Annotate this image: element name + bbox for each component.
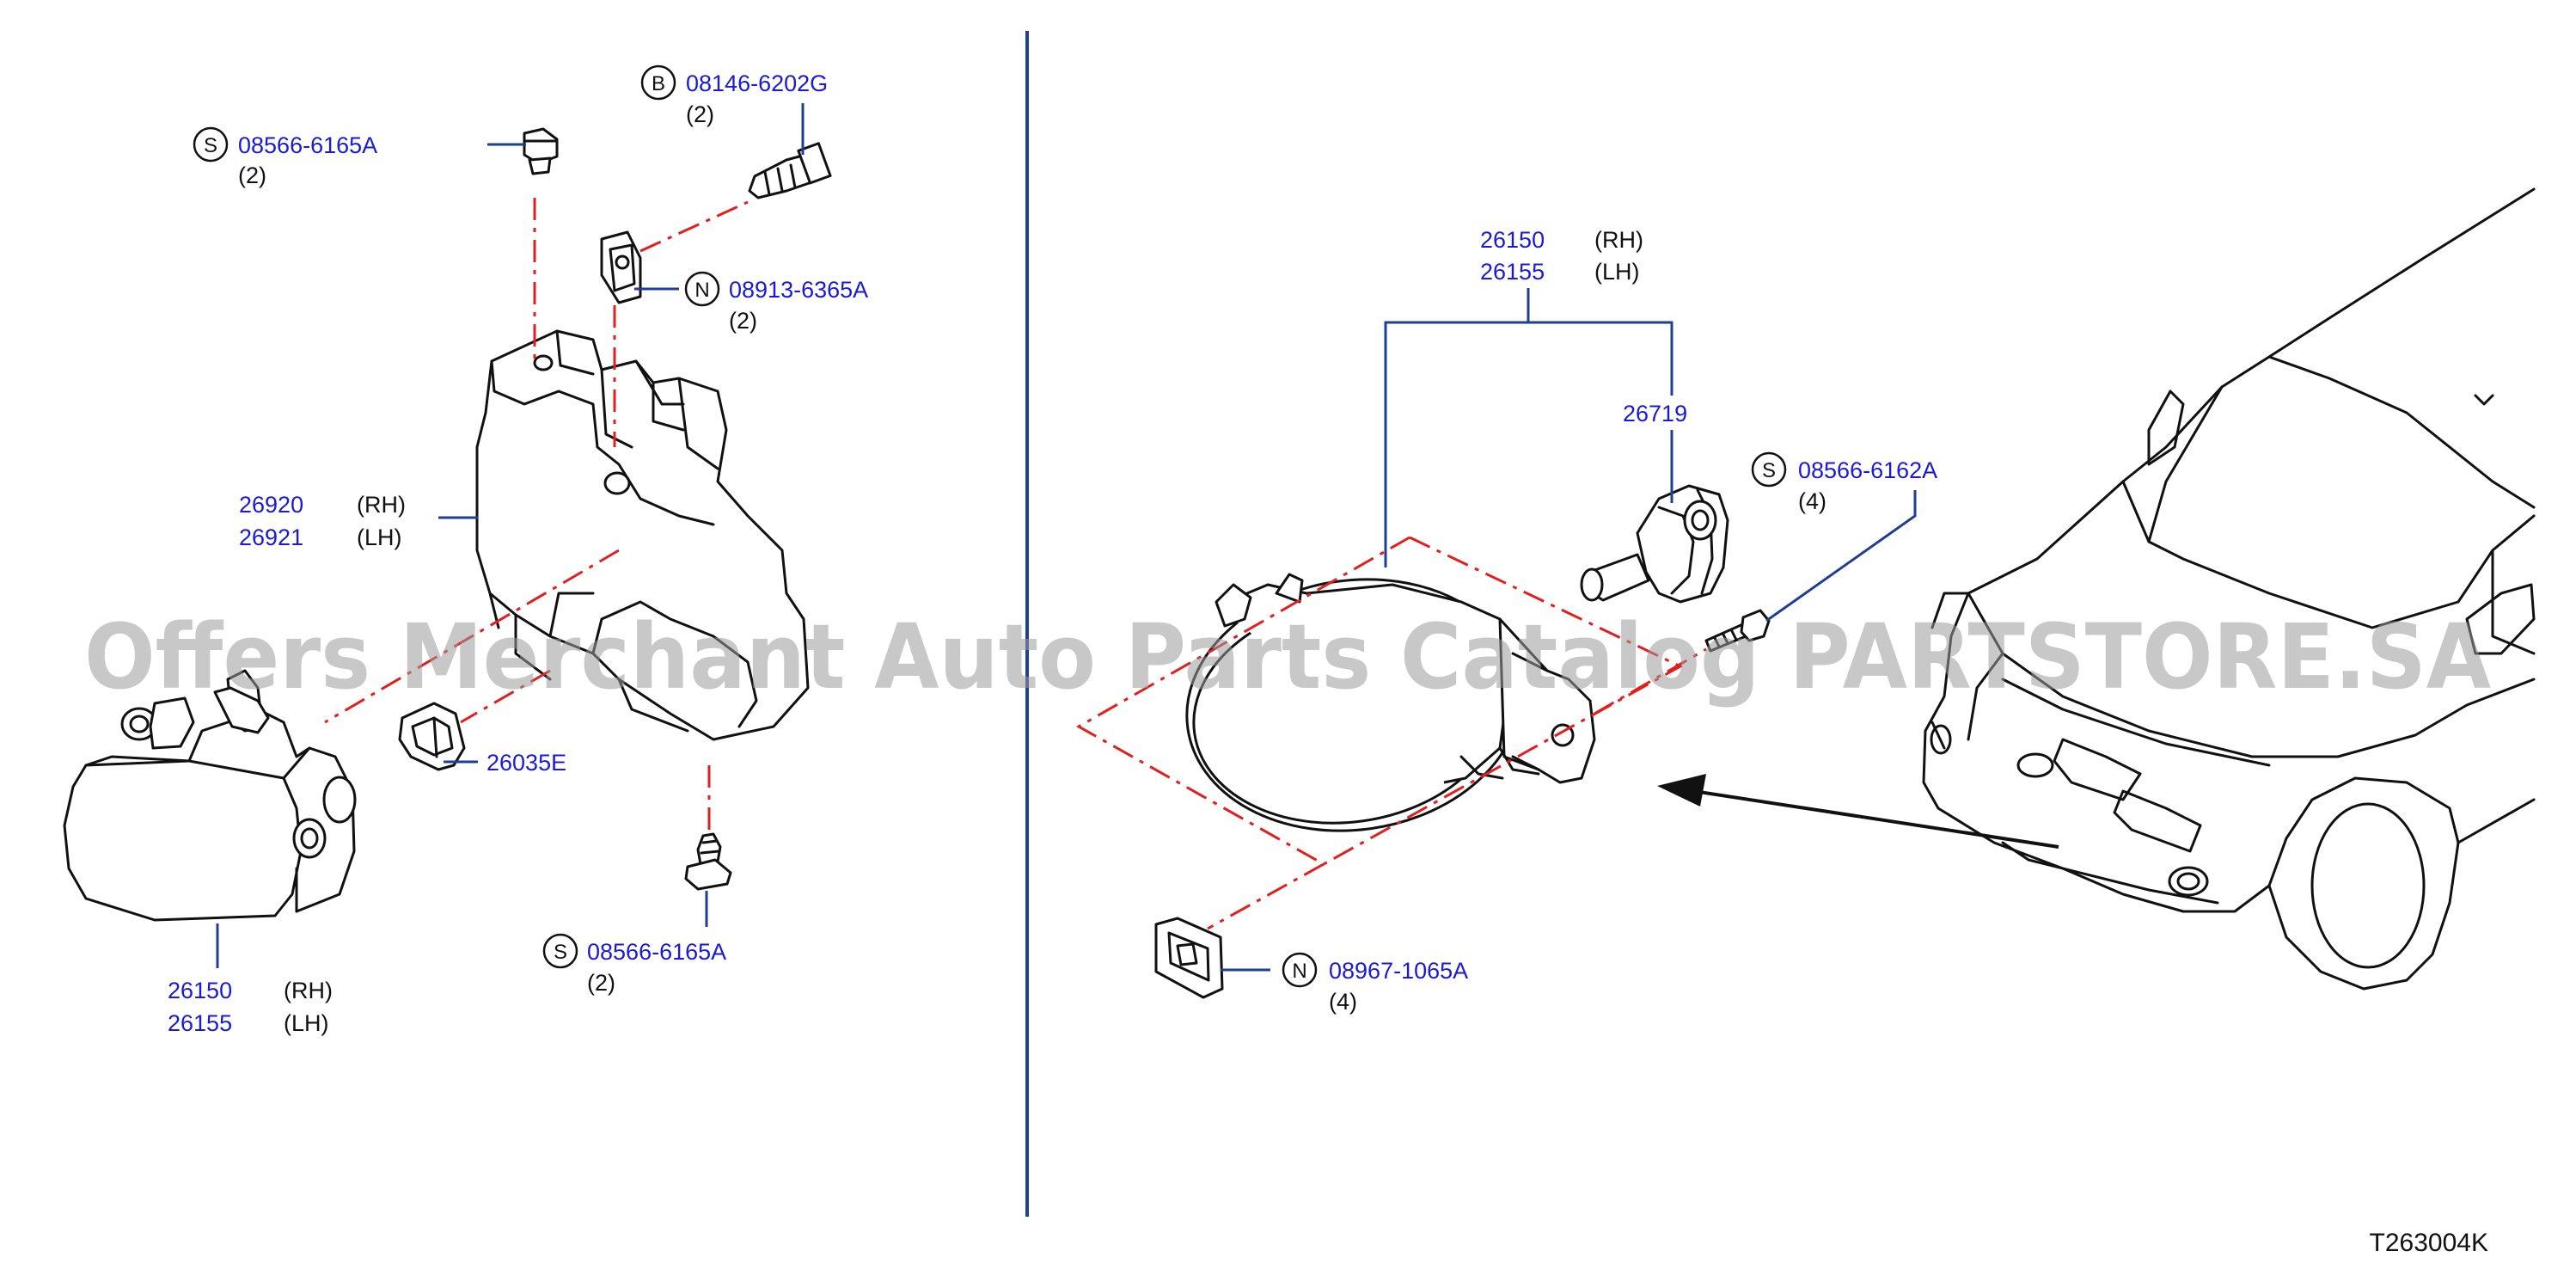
right-leader-lines	[1221, 288, 1917, 972]
side-rh: (RH)	[357, 492, 406, 518]
left-panel	[63, 103, 832, 968]
vehicle-drawing	[1922, 187, 2536, 991]
quantity: (2)	[587, 970, 615, 996]
watermark-text: Offers Merchant Auto Parts Catalog PARTS…	[84, 604, 2491, 709]
callout-bulb: 26719	[1623, 401, 1687, 426]
symbol-letter: S	[554, 941, 567, 964]
part-number-rh: 26920	[239, 492, 303, 518]
callout-clip-nut: N 08913-6365A (2)	[684, 271, 868, 334]
right-assembly-lines	[1075, 536, 1707, 930]
fog-lamp-left-drawing	[63, 669, 357, 922]
symbol-circle-n	[684, 271, 720, 307]
symbol-circle-b	[640, 64, 676, 101]
bolt-bottom-drawing	[684, 832, 732, 891]
side-rh: (RH)	[1594, 227, 1643, 253]
symbol-circle-n	[1282, 952, 1318, 988]
left-assembly-lines	[324, 198, 749, 830]
side-lh: (LH)	[1594, 259, 1640, 285]
part-number: 08566-6165A	[238, 132, 377, 158]
callout-bolt-top-left: S 08566-6165A (2)	[193, 126, 377, 188]
screw-drawing	[1704, 609, 1771, 653]
quantity: (2)	[729, 308, 757, 334]
symbol-circle-s	[193, 126, 229, 163]
symbol-letter: S	[204, 134, 217, 157]
side-lh: (LH)	[284, 1010, 329, 1036]
symbol-circle-s	[542, 933, 578, 969]
left-leader-lines	[216, 103, 805, 968]
callout-bolt-top: B 08146-6202G (2)	[640, 64, 828, 127]
quantity: (4)	[1798, 488, 1826, 514]
callout-bolt-bottom: S 08566-6165A (2)	[542, 933, 726, 996]
part-number-lh: 26155	[168, 1010, 232, 1036]
part-number: 08566-6162A	[1798, 457, 1937, 483]
right-panel	[1075, 187, 2536, 999]
location-arrow	[1657, 774, 2059, 849]
quantity: (2)	[238, 163, 266, 188]
bolt-top-drawing	[748, 142, 832, 199]
catalog-id: T263004K	[2370, 1229, 2488, 1257]
bulb-drawing	[1580, 484, 1729, 604]
callout-clip: 26035E	[486, 750, 566, 776]
part-number: 26719	[1623, 401, 1687, 426]
part-number: 08146-6202G	[686, 71, 828, 96]
part-number: 08566-6165A	[587, 939, 726, 965]
part-number: 26035E	[486, 750, 566, 776]
clip-nut-right-drawing	[1154, 917, 1224, 999]
callout-bracket: 26920 (RH) 26921 (LH)	[239, 492, 406, 550]
clip-26035e-drawing	[398, 702, 466, 771]
part-number: 08913-6365A	[729, 277, 868, 303]
part-number: 08967-1065A	[1329, 958, 1468, 984]
part-number-lh: 26921	[239, 525, 303, 550]
quantity: (4)	[1329, 989, 1357, 1015]
quantity: (2)	[686, 101, 714, 127]
side-rh: (RH)	[284, 978, 333, 1003]
part-number-lh: 26155	[1480, 259, 1545, 285]
bracket-drawing	[475, 329, 810, 741]
symbol-letter: B	[652, 72, 665, 95]
symbol-letter: N	[694, 279, 709, 302]
side-lh: (LH)	[357, 525, 402, 550]
part-number-rh: 26150	[168, 978, 232, 1003]
symbol-letter: N	[1292, 960, 1306, 983]
fog-lamp-right-drawing	[1185, 573, 1596, 832]
callout-lamp-left: 26150 (RH) 26155 (LH)	[168, 978, 333, 1036]
clip-nut-drawing	[600, 230, 642, 304]
callout-screw: S 08566-6162A (4)	[1751, 451, 1937, 514]
callout-clip-nut-right: N 08967-1065A (4)	[1282, 952, 1468, 1015]
callout-lamp-right: 26150 (RH) 26155 (LH)	[1480, 227, 1643, 285]
symbol-letter: S	[1762, 459, 1776, 482]
symbol-circle-s	[1751, 451, 1787, 488]
bolt-top-left-drawing	[523, 127, 559, 175]
part-number-rh: 26150	[1480, 227, 1545, 253]
